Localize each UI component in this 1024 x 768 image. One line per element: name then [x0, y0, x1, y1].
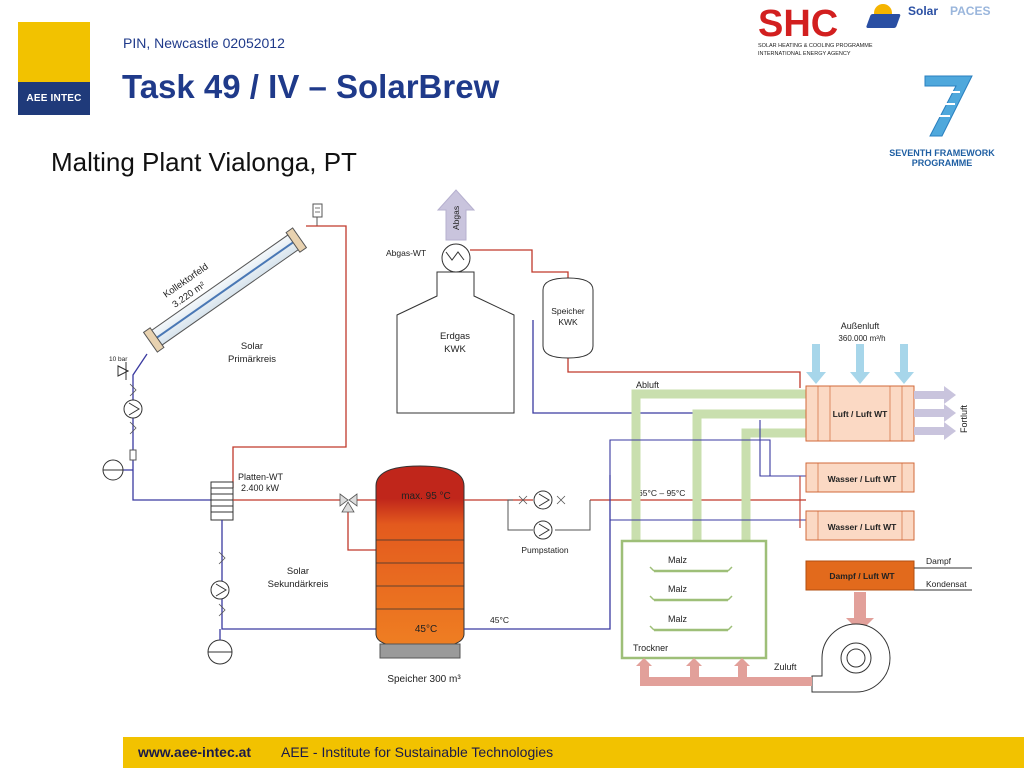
- pump-station-label: Pumpstation: [521, 545, 569, 555]
- shc-logo-mark: SHC: [758, 3, 838, 45]
- secondary-pump-icon: [210, 580, 230, 600]
- outside-air-label: Außenluft: [841, 321, 880, 331]
- water-air-hx-2: [805, 510, 915, 541]
- malt-1-label: Malz: [668, 555, 688, 565]
- fp7-logo: SEVENTH FRAMEWORK PROGRAMME: [889, 75, 995, 168]
- exhaust-hx-icon: [441, 243, 471, 273]
- water-air-hx-1: [805, 462, 915, 493]
- air-air-hx: [805, 385, 915, 442]
- exhaust-hx-label: Abgas-WT: [386, 248, 426, 258]
- solar-secondary-label-2: Sekundärkreis: [268, 579, 329, 590]
- chp-label-2: KWK: [444, 344, 466, 355]
- solarpaces-logo: Solar PACES: [866, 4, 990, 28]
- steam-air-hx-label: Dampf / Luft WT: [829, 571, 895, 581]
- out-air-arrows: [914, 386, 956, 440]
- air-air-hx-label: Luft / Luft WT: [833, 409, 889, 419]
- solarpaces-logo-a: Solar: [908, 4, 938, 18]
- dryer-label: Trockner: [633, 643, 668, 653]
- exhaust-air-label: Abluft: [636, 380, 660, 390]
- condensate-label: Kondensat: [926, 579, 967, 589]
- shc-logo: SHC SOLAR HEATING & COOLING PROGRAMME IN…: [758, 3, 873, 57]
- tank-label: Speicher 300 m³: [387, 674, 461, 685]
- shc-logo-line2: INTERNATIONAL ENERGY AGENCY: [758, 51, 851, 57]
- storage-tank: [375, 465, 465, 659]
- chp-storage-label-1: Speicher: [551, 306, 585, 316]
- chp-unit: [396, 271, 515, 414]
- exhaust-air-ducts: [631, 389, 806, 540]
- fp7-logo-line1: SEVENTH FRAMEWORK: [889, 148, 995, 158]
- supply-fan-icon: [811, 623, 891, 693]
- solar-primary-label-1: Solar: [241, 341, 263, 352]
- chp-storage-label-2: KWK: [558, 317, 578, 327]
- collector-field: [142, 227, 308, 353]
- pump-station-pump-2-icon: [533, 520, 553, 540]
- aee-intec-logo-text: AEE INTEC: [18, 82, 90, 115]
- solar-secondary-label-1: Solar: [287, 566, 309, 577]
- outside-air-arrows: [806, 344, 914, 384]
- tank-top-temp: max. 95 °C: [401, 491, 451, 502]
- plate-hx-power: 2.400 kW: [241, 483, 280, 493]
- solar-primary-label-2: Primärkreis: [228, 354, 276, 365]
- tank-bottom-temp: 45°C: [415, 624, 437, 635]
- steam-air-hx: [805, 560, 915, 591]
- chp-label-1: Erdgas: [440, 331, 470, 342]
- temp-range-label: 65°C – 95°C: [638, 488, 685, 498]
- water-air-hx-2-label: Wasser / Luft WT: [828, 522, 897, 532]
- three-way-valve-icon: [339, 493, 358, 513]
- pressure-label: 10 bar: [109, 356, 128, 363]
- solarpaces-logo-b: PACES: [950, 4, 990, 18]
- plate-heat-exchanger: [210, 481, 234, 521]
- footer-url[interactable]: www.aee-intec.at: [138, 744, 252, 760]
- footer-bar: www.aee-intec.at AEE - Institute for Sus…: [123, 737, 1024, 768]
- footer-institute: AEE - Institute for Sustainable Technolo…: [281, 744, 554, 760]
- supply-air-arrow: [846, 592, 874, 632]
- out-air-label: Fortluft: [959, 404, 969, 433]
- safety-valve-icon: [117, 362, 130, 380]
- exhaust-label: Abgas: [451, 206, 461, 230]
- meeting-subhead: PIN, Newcastle 02052012: [123, 35, 285, 51]
- malt-3-label: Malz: [668, 614, 688, 624]
- air-flow-label: 360.000 m³/h: [838, 334, 885, 343]
- shc-logo-line1: SOLAR HEATING & COOLING PROGRAMME: [758, 43, 873, 49]
- primary-pump-icon: [123, 399, 143, 419]
- temp-return-label: 45°C: [490, 615, 509, 625]
- air-vent-icon: [312, 203, 323, 218]
- fp7-logo-line2: PROGRAMME: [912, 158, 973, 168]
- malt-2-label: Malz: [668, 584, 688, 594]
- pump-station-pump-1-icon: [533, 490, 553, 510]
- supply-air-label: Zuluft: [774, 662, 797, 672]
- chp-storage: [542, 277, 594, 359]
- plate-hx-label: Platten-WT: [238, 472, 284, 482]
- page-title: Task 49 / IV – SolarBrew: [122, 68, 500, 105]
- section-title: Malting Plant Vialonga, PT: [51, 147, 357, 177]
- supply-air-ducts: [636, 658, 812, 686]
- exhaust-arrow: [436, 189, 476, 241]
- water-air-hx-1-label: Wasser / Luft WT: [828, 474, 897, 484]
- malt-trays: [654, 569, 728, 632]
- aee-intec-logo: AEE INTEC: [18, 22, 90, 115]
- steam-label: Dampf: [926, 556, 952, 566]
